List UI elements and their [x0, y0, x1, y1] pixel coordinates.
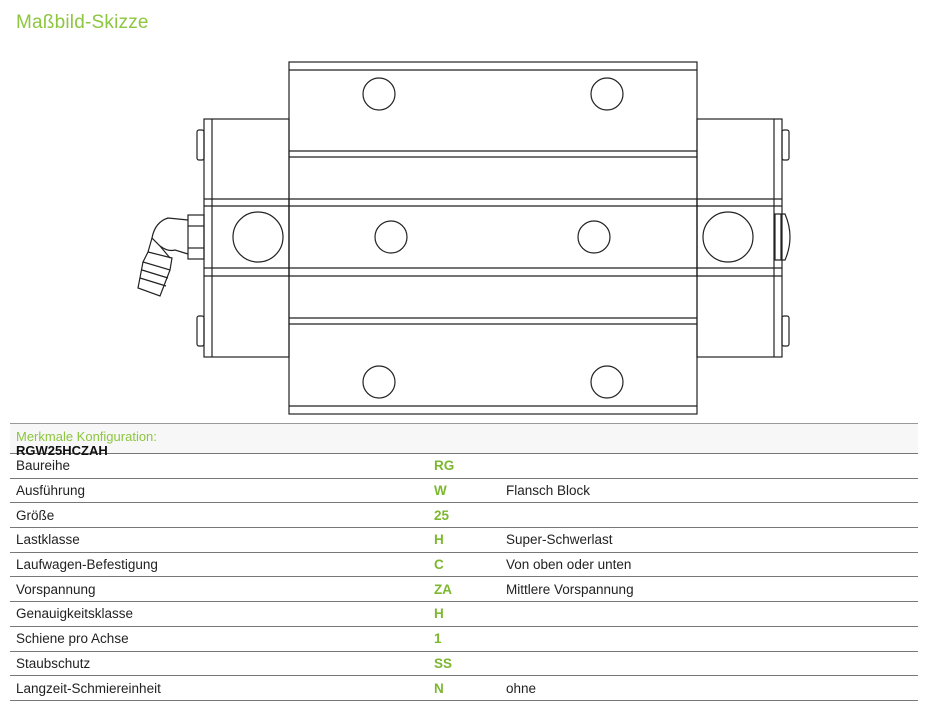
feature-code: H: [434, 532, 444, 548]
configuration-table: Merkmale Konfiguration: RGW25HCZAH Baure…: [10, 423, 918, 701]
end-cap-right: [696, 118, 783, 358]
feature-name: Langzeit-Schmiereinheit: [16, 680, 161, 696]
flange-block: [288, 61, 698, 415]
feature-name: Genauigkeitsklasse: [16, 606, 134, 622]
end-cap-left: [203, 118, 290, 358]
mounting-hole: [362, 77, 396, 111]
seal-hole: [232, 211, 284, 263]
feature-code: W: [434, 483, 447, 499]
feature-code: 1: [434, 631, 442, 647]
feature-code: RG: [434, 458, 455, 474]
feature-name: Baureihe: [16, 458, 71, 474]
seal-hole: [702, 211, 754, 263]
grease-nipple: [137, 214, 205, 297]
feature-desc: Von oben oder unten: [506, 557, 632, 573]
feature-code: N: [434, 680, 444, 696]
configuration-header: Merkmale Konfiguration: RGW25HCZAH: [10, 423, 918, 458]
feature-name: Größe: [16, 507, 55, 523]
feature-desc: ohne: [506, 680, 537, 696]
end-plug: [774, 213, 791, 261]
feature-code: C: [434, 557, 444, 573]
feature-code: ZA: [434, 581, 452, 597]
mounting-hole: [590, 365, 624, 399]
feature-name: Schiene pro Achse: [16, 631, 129, 647]
mounting-hole: [590, 77, 624, 111]
configuration-rows: Baureihe RG Ausführung W Flansch Block Größ…: [10, 454, 918, 701]
feature-name: Staubschutz: [16, 655, 91, 671]
table-row: Genauigkeitsklasse H: [10, 602, 918, 627]
configuration-code: RGW25HCZAH: [16, 443, 108, 458]
page-title: Maßbild-Skizze: [16, 12, 149, 33]
feature-desc: Mittlere Vorspannung: [506, 581, 634, 597]
feature-code: H: [434, 606, 444, 622]
dimension-sketch: [137, 61, 791, 415]
table-row: Größe 25: [10, 503, 918, 529]
feature-code: 25: [434, 507, 450, 523]
table-row: Laufwagen-Befestigung C Von oben oder unte…: [10, 553, 918, 578]
mounting-hole: [362, 365, 396, 399]
feature-name: Ausführung: [16, 483, 86, 499]
feature-name: Vorspannung: [16, 581, 96, 597]
rail-hole: [577, 220, 611, 254]
feature-desc: Flansch Block: [506, 483, 591, 499]
rail-hole: [374, 220, 408, 254]
feature-code: SS: [434, 655, 453, 671]
table-row: Ausführung W Flansch Block: [10, 479, 918, 504]
table-row: Lastklasse H Super-Schwerlast: [10, 528, 918, 553]
configuration-label: Merkmale Konfiguration:: [16, 429, 157, 444]
table-row: Baureihe RG: [10, 454, 918, 479]
feature-name: Lastklasse: [16, 532, 80, 548]
table-row: Staubschutz SS: [10, 652, 918, 677]
feature-desc: Super-Schwerlast: [506, 532, 613, 548]
feature-name: Laufwagen-Befestigung: [16, 557, 158, 573]
table-row: Schiene pro Achse 1: [10, 627, 918, 652]
table-row: Vorspannung ZA Mittlere Vorspannung: [10, 577, 918, 603]
